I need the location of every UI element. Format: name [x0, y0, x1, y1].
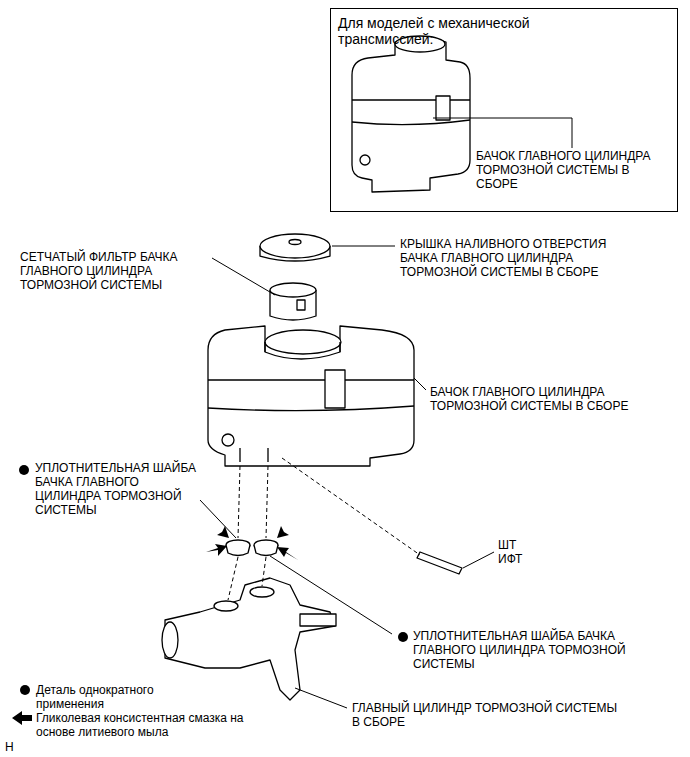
part-name: ГЛАВНЫЙ ЦИЛИНДР ТОРМОЗНОЙ СИСТЕМЫ В СБОР…	[352, 701, 622, 729]
part-name: БАЧОК ГЛАВНОГО ЦИЛИНДРА ТОРМОЗНОЙ СИСТЕМ…	[430, 385, 630, 413]
inset-heading: Для моделей с механической трансмиссией:	[338, 15, 548, 47]
legend-text: Деталь однократного применения	[36, 683, 186, 711]
figure-code: H	[5, 740, 25, 754]
legend-text: Гликолевая консистентная смазка на основ…	[36, 711, 251, 739]
inset-box: Для моделей с механической трансмиссией:…	[330, 8, 678, 212]
part-name: УПЛОТНИТЕЛЬНАЯ ШАЙБА БАЧКА ГЛАВНОГО ЦИЛИ…	[413, 629, 637, 671]
part-name: КРЫШКА НАЛИВНОГО ОТВЕРСТИЯ БАЧКА ГЛАВНОГ…	[400, 237, 638, 279]
part-name: БАЧОК ГЛАВНОГО ЦИЛИНДРА ТОРМОЗНОЙ СИСТЕМ…	[476, 149, 658, 191]
part-name: УПЛОТНИТЕЛЬНАЯ ШАЙБА БАЧКА ГЛАВНОГО ЦИЛИ…	[35, 461, 197, 517]
part-name: СЕТЧАТЫЙ ФИЛЬТР БАЧКА ГЛАВНОГО ЦИЛИНДРА …	[20, 250, 216, 292]
part-name: ШТ ИФТ	[498, 538, 532, 566]
